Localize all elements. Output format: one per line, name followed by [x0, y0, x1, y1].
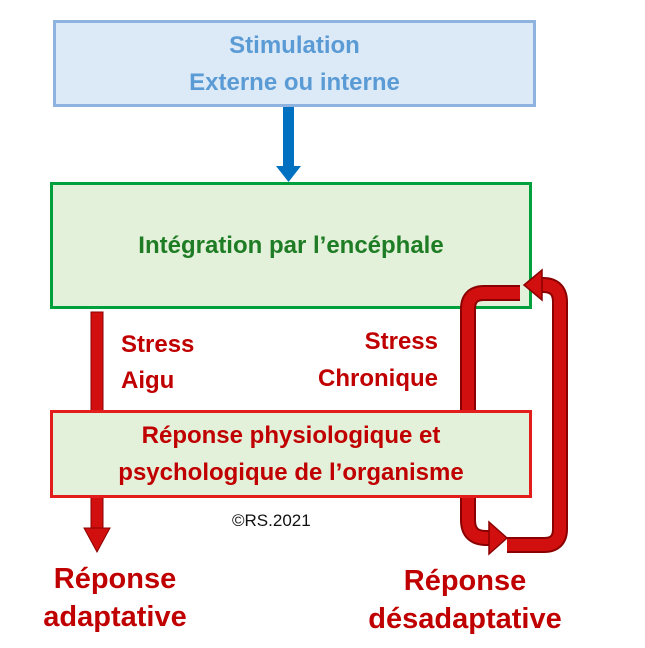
stress-chronique-label: Stress Chronique [290, 323, 438, 397]
reponse-adaptative-line1: Réponse [53, 563, 177, 595]
stress-chronique-line2: Chronique [318, 365, 438, 392]
reponse-organisme-box: Réponse physiologique et psychologique d… [50, 410, 532, 498]
red-loop-arrow-right [507, 268, 568, 553]
integration-box: Intégration par l’encéphale [50, 182, 532, 309]
reponse-desadaptative-label: Réponse désadaptative [345, 562, 585, 638]
stimulation-line1: Stimulation [229, 31, 360, 59]
stimulation-box: Stimulation Externe ou interne [53, 20, 536, 107]
stimulation-line2: Externe ou interne [189, 68, 400, 96]
reponse-adaptative-label: Réponse adaptative [20, 560, 210, 636]
reponse-desadaptative-line2: désadaptative [368, 603, 562, 635]
reponse-adaptative-line2: adaptative [43, 601, 187, 633]
reponse-organisme-line1: Réponse physiologique et [141, 422, 441, 449]
reponse-desadaptative-line1: Réponse [403, 565, 527, 597]
integration-label: Intégration par l’encéphale [138, 231, 444, 259]
stress-chronique-line1: Stress [364, 328, 438, 355]
stress-aigu-line1: Stress [121, 331, 195, 358]
reponse-organisme-line2: psychologique de l’organisme [118, 459, 464, 486]
stress-aigu-line2: Aigu [121, 367, 175, 394]
blue-down-arrow [276, 107, 301, 182]
stress-aigu-label: Stress Aigu [121, 327, 194, 399]
copyright-notice: ©RS.2021 [232, 511, 311, 530]
